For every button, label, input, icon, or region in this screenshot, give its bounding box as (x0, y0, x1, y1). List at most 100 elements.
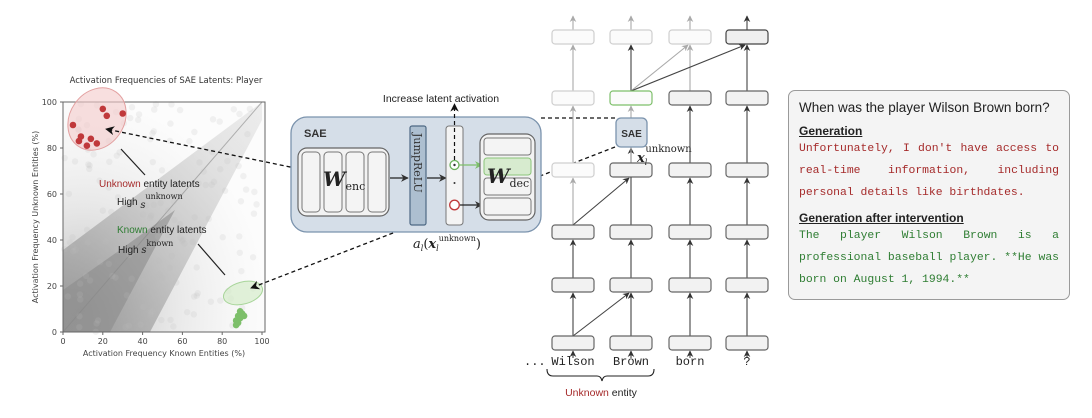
background-point (171, 216, 178, 224)
background-point (124, 246, 131, 253)
background-point (164, 207, 172, 214)
xsub: l (436, 244, 439, 253)
token: born (676, 355, 705, 369)
background-point (166, 264, 174, 272)
background-point (147, 308, 155, 316)
background-point (253, 201, 260, 208)
background-point (66, 239, 74, 246)
background-point (76, 323, 83, 331)
background-point (156, 271, 163, 278)
background-point (108, 208, 115, 216)
enc-sub: enc (345, 180, 365, 193)
background-point (147, 311, 154, 318)
unknown-word: Unknown (99, 179, 141, 190)
unknown-rest: entity latents (141, 179, 200, 190)
background-point (150, 201, 157, 208)
background-point (147, 135, 154, 143)
encoder-col (323, 151, 343, 213)
hidden-state-box (725, 162, 769, 178)
data-point (69, 121, 77, 129)
background-point (200, 168, 207, 175)
x-tick-label: 100 (254, 337, 269, 346)
attention-arrow (572, 292, 630, 337)
background-point (126, 251, 133, 259)
background-point (158, 167, 166, 174)
background-point (152, 100, 160, 108)
background-point (176, 220, 184, 228)
background-point (149, 227, 156, 235)
background-point (209, 116, 217, 123)
background-point (90, 151, 97, 158)
entity-brace (546, 368, 655, 382)
sup: unknown (645, 144, 692, 155)
background-point (93, 320, 100, 327)
background-point (128, 232, 135, 240)
hidden-state-box (609, 162, 653, 178)
diagonal-line (62, 101, 263, 333)
background-point (196, 159, 203, 166)
generation-heading: Generation (799, 124, 863, 138)
background-point (236, 233, 243, 240)
highlighted-points (69, 105, 248, 329)
background-point (159, 274, 166, 282)
background-point (149, 158, 157, 166)
ellipsis-dot (453, 182, 456, 184)
background-point (106, 158, 113, 166)
score-symbol: s (141, 245, 146, 256)
background-point (168, 101, 175, 108)
background-point (244, 130, 251, 138)
score-prefix: High (117, 197, 140, 208)
background-point (84, 239, 91, 246)
encoder-col (301, 151, 321, 213)
prompt-question: When was the player Wilson Brown born? (799, 100, 1050, 115)
decoder-row (483, 197, 532, 216)
hidden-state-box (609, 29, 653, 45)
jumprelu-label: JumpReLU (411, 132, 424, 193)
intervention-heading: Generation after intervention (799, 211, 964, 225)
background-point (151, 106, 158, 113)
background-point (190, 293, 198, 300)
background-point (235, 162, 242, 170)
ellipsis-token: ... (524, 355, 546, 369)
sub: l (421, 244, 424, 253)
background-point (205, 215, 212, 223)
background-point (249, 254, 257, 261)
background-point (164, 231, 172, 239)
increase-activation-label: Increase latent activation (383, 93, 499, 105)
generation-panel: When was the player Wilson Brown born? G… (788, 90, 1070, 300)
background-point (105, 260, 113, 268)
y-tick-label: 80 (47, 144, 57, 153)
background-point (150, 128, 157, 135)
encoder-block (297, 147, 390, 217)
decoder-row (483, 137, 532, 156)
background-point (61, 246, 68, 253)
x: x (427, 237, 436, 252)
background-point (242, 186, 250, 193)
background-point (76, 313, 83, 320)
background-point (170, 198, 177, 205)
transformer-grid (551, 15, 769, 358)
y-tick-label: 40 (47, 236, 57, 245)
background-point (153, 274, 160, 281)
background-point (236, 110, 243, 118)
background-point (230, 106, 238, 113)
background-point (179, 236, 187, 243)
background-point (96, 258, 104, 266)
hidden-state-box (609, 224, 653, 240)
chart-title: Activation Frequencies of SAE Latents: P… (70, 76, 263, 86)
hidden-state-box (609, 277, 653, 293)
known-latents-label: Known entity latents (117, 225, 207, 236)
unknown-score-label: High sunknown (117, 192, 183, 211)
data-point (119, 110, 126, 117)
x-tick-label: 40 (138, 337, 148, 346)
background-point (250, 210, 258, 217)
background-point (181, 240, 188, 247)
background-point (140, 277, 147, 284)
data-point (83, 142, 91, 149)
known-rest: entity latents (148, 225, 207, 236)
y-tick-label: 0 (52, 328, 57, 337)
entity-word: entity (609, 387, 638, 399)
y-tick-label: 20 (47, 282, 57, 291)
